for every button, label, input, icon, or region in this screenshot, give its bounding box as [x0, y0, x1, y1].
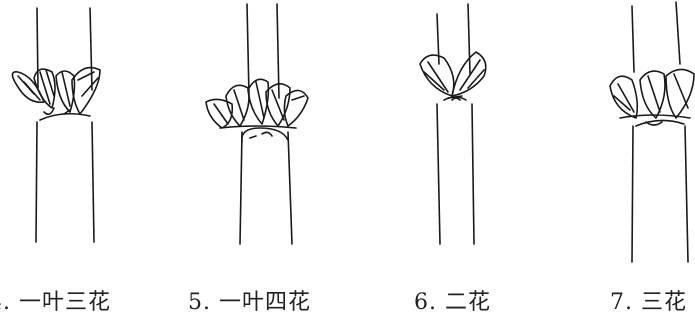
panel-7-drawing — [610, 2, 694, 262]
panel-7-stem — [632, 2, 688, 262]
panel-4-flower-cluster — [12, 68, 100, 115]
panel-5-leaf-sheath — [242, 128, 288, 142]
caption-panel-7: 7. 三花 — [610, 284, 687, 316]
panel-6-flower-cluster — [420, 52, 486, 100]
panel-4-stem — [36, 8, 94, 242]
panel-4-drawing — [12, 8, 100, 242]
panel-6-stem — [437, 4, 474, 244]
panel-5-flower-cluster — [206, 79, 308, 128]
caption-panel-6: 6. 二花 — [414, 284, 491, 316]
panel-6-drawing — [420, 4, 486, 244]
panel-5-stem — [240, 4, 292, 244]
caption-panel-4: 4. 一叶三花 — [0, 284, 111, 316]
panel-7-flower-cluster — [610, 69, 694, 118]
caption-panel-5: 5. 一叶四花 — [188, 284, 311, 316]
panel-5-drawing — [206, 4, 308, 244]
